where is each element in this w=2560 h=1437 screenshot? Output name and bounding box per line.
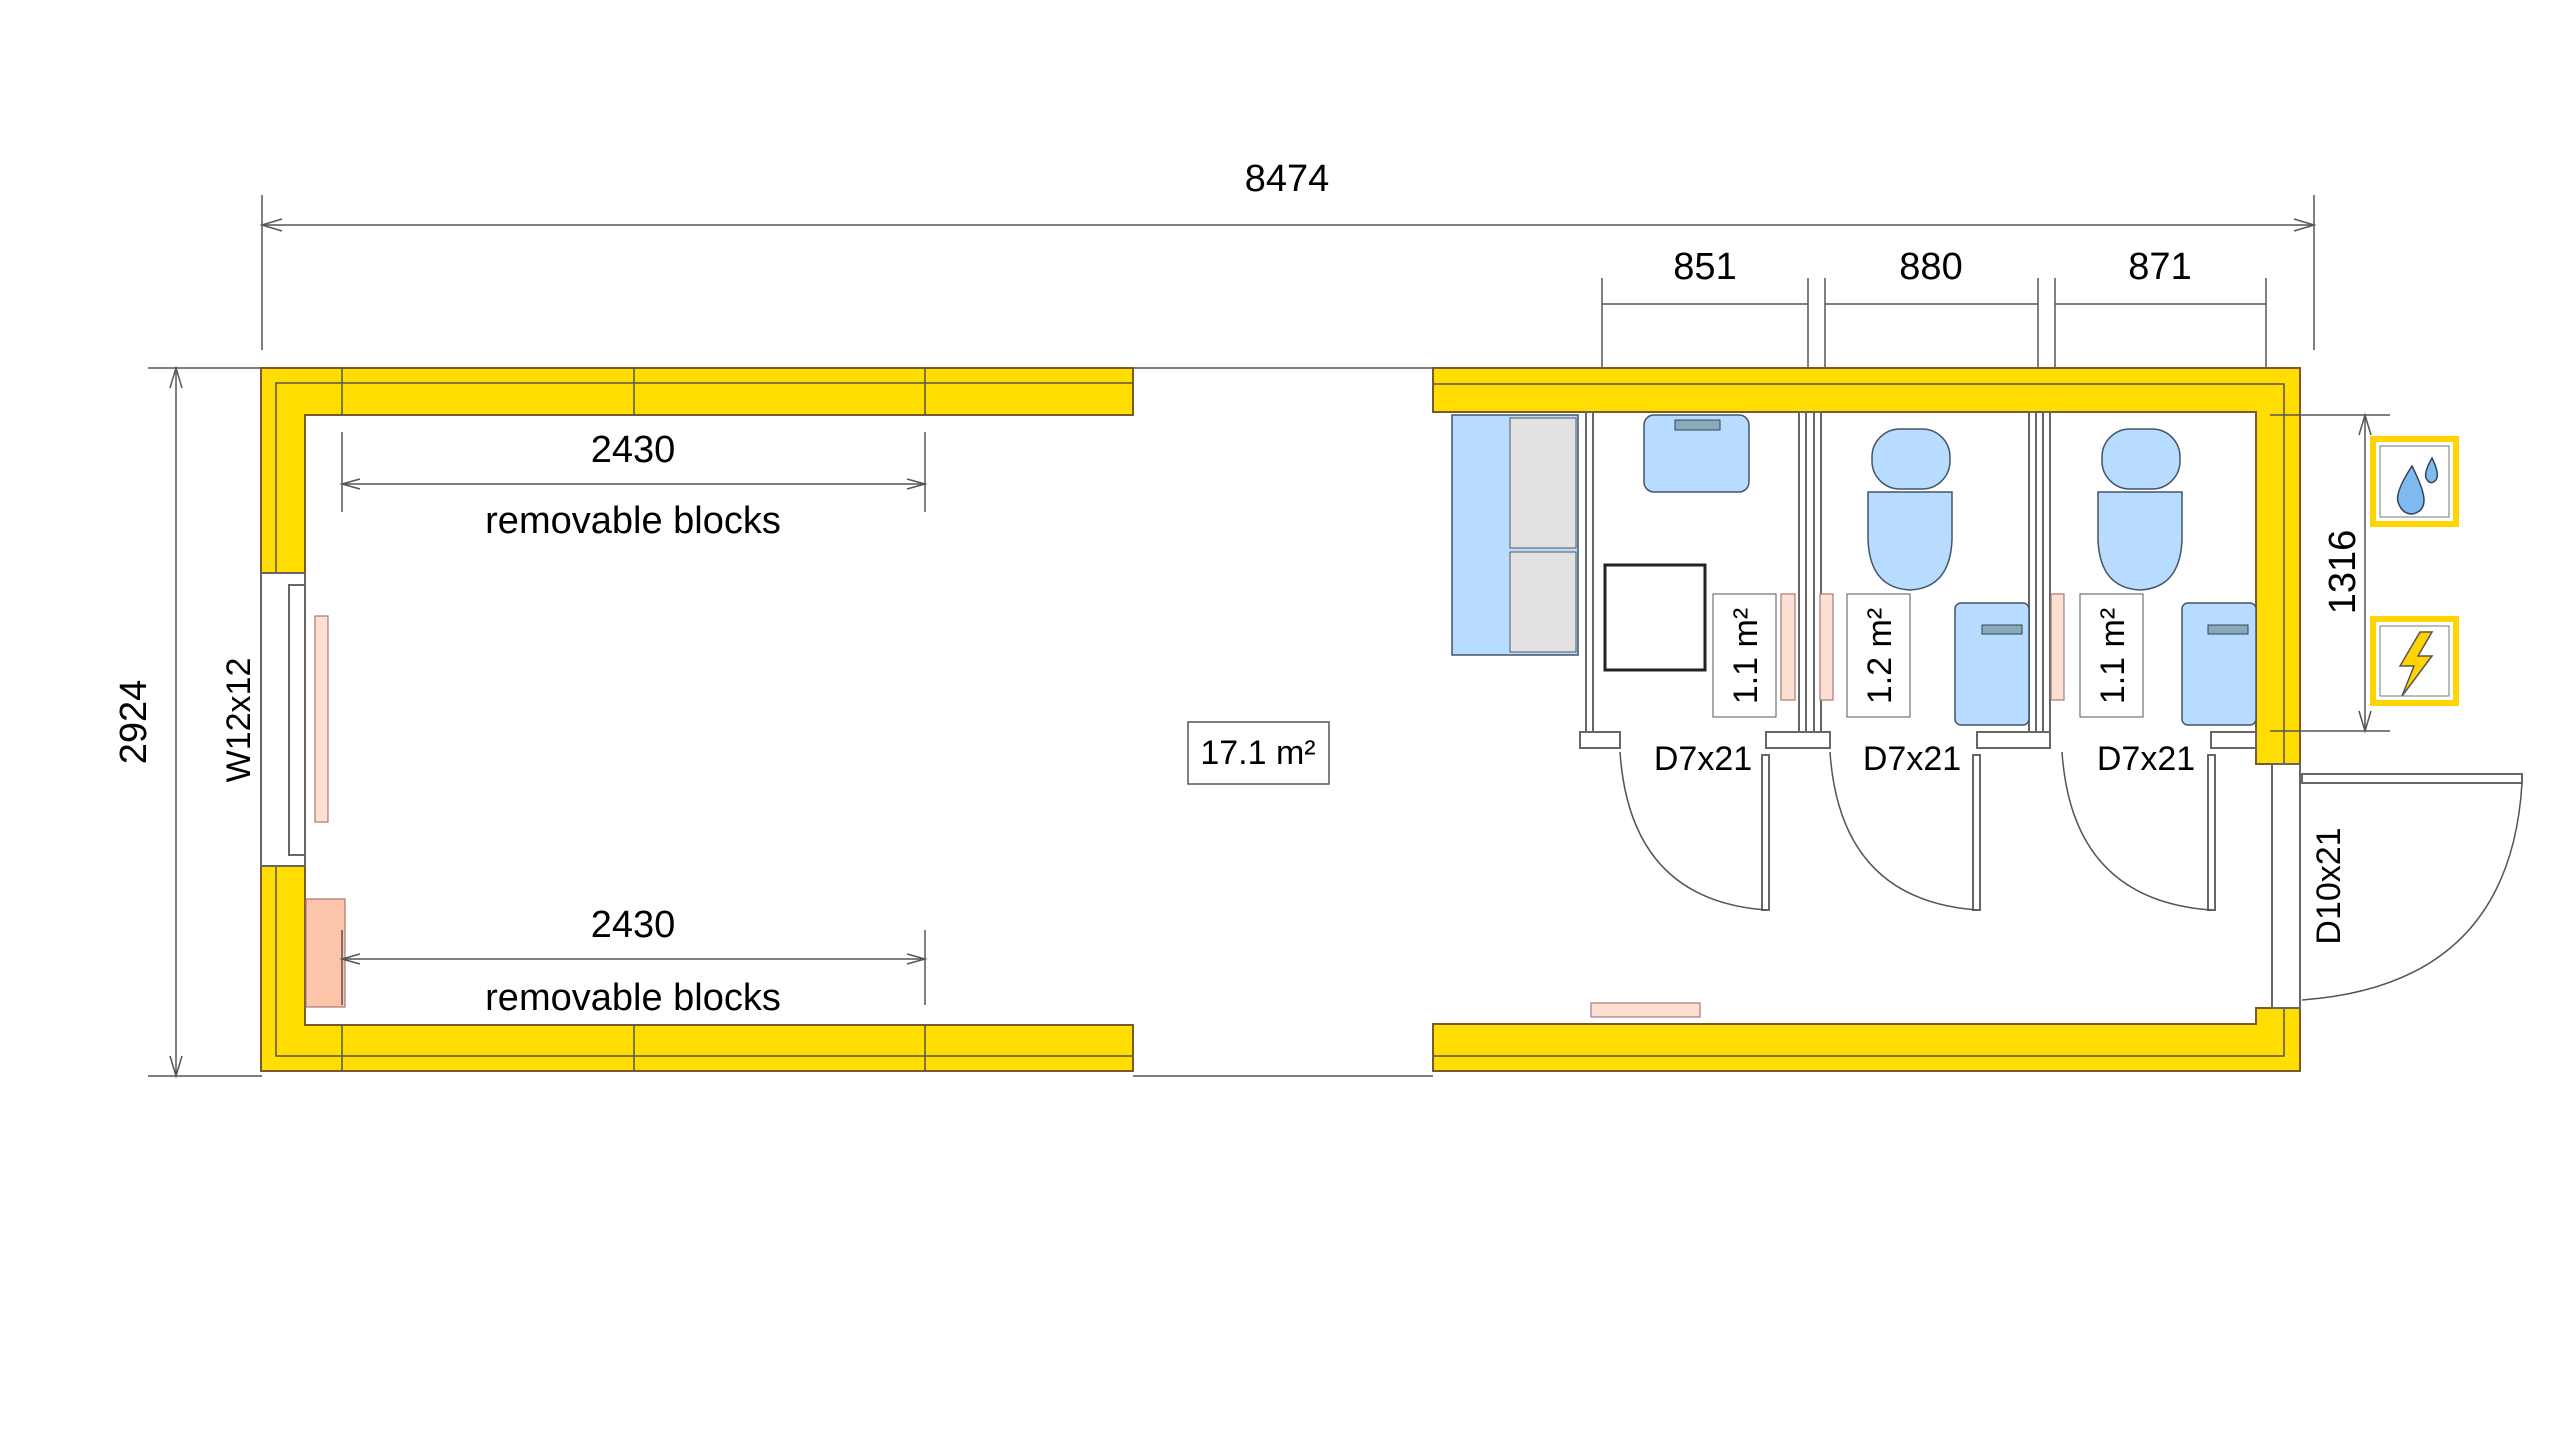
- svg-text:2430: 2430: [591, 429, 676, 471]
- window: W12x12: [220, 572, 329, 867]
- heater: [1590, 1002, 1701, 1018]
- cubicle-area-label: 1.1 m²: [2079, 593, 2144, 718]
- dimension-total-width: 2924: [113, 365, 262, 1079]
- entrance-door[interactable]: D10x21: [2271, 763, 2523, 1009]
- svg-text:removable blocks: removable blocks: [485, 500, 781, 542]
- dimension-cubicles: 851 880 871: [1601, 246, 2267, 395]
- dimension-removable-top: 2430 removable blocks: [339, 429, 928, 542]
- svg-text:D7x21: D7x21: [1863, 740, 1961, 778]
- svg-text:D7x21: D7x21: [1654, 740, 1752, 778]
- water-supply-icon: [2370, 436, 2459, 527]
- heater: [1780, 593, 1796, 701]
- svg-text:removable blocks: removable blocks: [485, 977, 781, 1019]
- svg-text:1316: 1316: [2322, 530, 2364, 615]
- dimension-removable-bottom: 2430 removable blocks: [339, 904, 928, 1019]
- sink: [2181, 602, 2257, 726]
- dimension-utility: 1316: [2270, 412, 2390, 734]
- cubicle-area-label: 1.2 m²: [1846, 593, 1911, 718]
- wall-left-section: [260, 367, 1134, 1072]
- cubicle-partitions: [1579, 411, 2257, 749]
- heater: [2050, 593, 2065, 701]
- toilet: [1867, 428, 1953, 591]
- cubicle-door[interactable]: D7x21: [2061, 740, 2216, 911]
- main-area-label: 17.1 m²: [1187, 721, 1330, 785]
- svg-text:880: 880: [1899, 246, 1962, 288]
- dimension-total-length: 8474: [259, 158, 2317, 350]
- svg-text:17.1 m²: 17.1 m²: [1200, 734, 1315, 772]
- svg-text:2430: 2430: [591, 904, 676, 946]
- svg-text:8474: 8474: [1245, 158, 1330, 200]
- svg-text:1.1 m²: 1.1 m²: [2094, 608, 2132, 704]
- utility-cabinet: [1451, 414, 1579, 656]
- cubicle-door[interactable]: D7x21: [1619, 740, 1770, 911]
- heater: [1819, 593, 1834, 701]
- sink: [1954, 602, 2030, 726]
- wall-right-section: [1432, 367, 2301, 1072]
- svg-text:D7x21: D7x21: [2097, 740, 2195, 778]
- heater: [305, 898, 346, 1008]
- svg-text:D10x21: D10x21: [2310, 827, 2348, 944]
- svg-text:1.1 m²: 1.1 m²: [1727, 608, 1765, 704]
- svg-text:851: 851: [1673, 246, 1736, 288]
- cubicle-door[interactable]: D7x21: [1829, 740, 1981, 911]
- toilet: [2097, 428, 2183, 591]
- cubicle-area-label: 1.1 m²: [1712, 593, 1777, 718]
- svg-text:W12x12: W12x12: [220, 658, 258, 783]
- svg-text:2924: 2924: [113, 680, 155, 765]
- washbasin: [1643, 414, 1750, 493]
- electricity-icon: [2370, 616, 2459, 706]
- svg-text:1.2 m²: 1.2 m²: [1861, 608, 1899, 704]
- svg-text:871: 871: [2128, 246, 2191, 288]
- boiler: [1603, 563, 1707, 672]
